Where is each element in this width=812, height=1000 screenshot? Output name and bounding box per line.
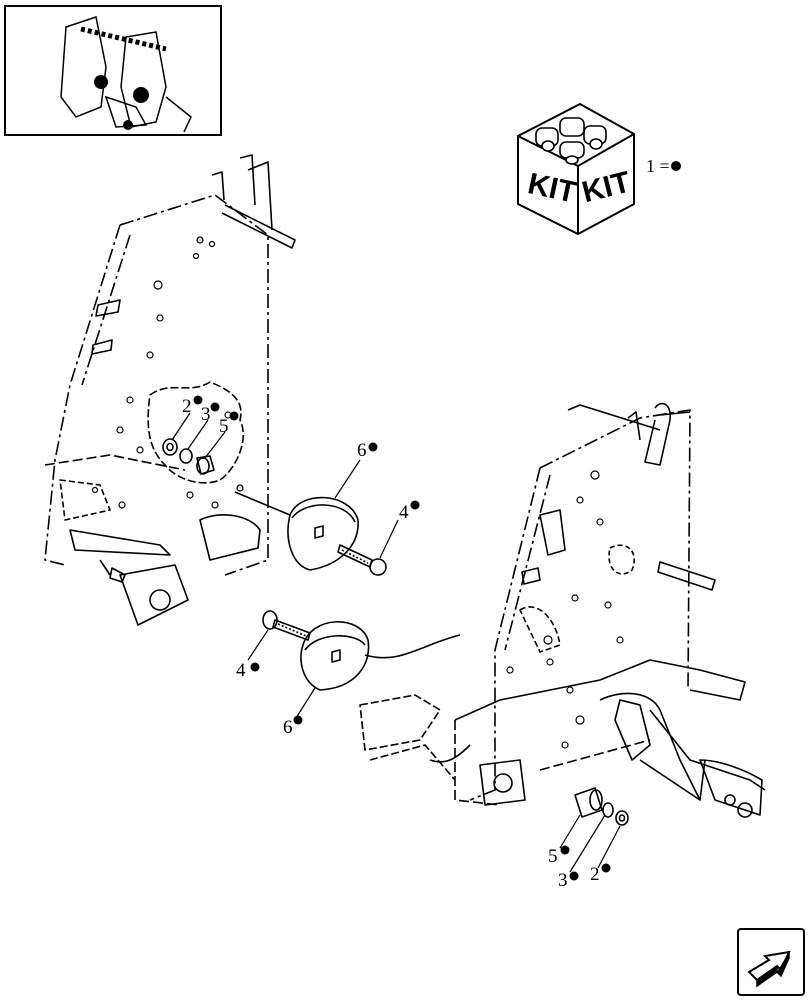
callout-4-upper: 4 xyxy=(399,502,409,523)
upper-disc-and-bolt xyxy=(287,496,387,576)
callout-3-left: 3 xyxy=(201,404,211,425)
callout-6-upper: 6 xyxy=(357,440,367,461)
callout-3-right: 3 xyxy=(558,870,568,891)
callout-5-right: 5 xyxy=(548,846,558,867)
callout-5-left: 5 xyxy=(219,416,229,437)
callout-4-lower: 4 xyxy=(236,660,246,681)
kit-marker-icon xyxy=(671,161,681,171)
right-side-panel xyxy=(359,402,766,818)
lower-disc-and-bolt xyxy=(262,610,461,691)
left-side-panel xyxy=(44,154,296,626)
legend-text: 1 = xyxy=(646,156,670,176)
leader-lines xyxy=(171,412,621,873)
right-hardware-stack xyxy=(574,787,629,826)
callout-6-lower: 6 xyxy=(283,717,293,738)
nav-arrow-drawing xyxy=(747,950,791,988)
next-page-arrow-icon[interactable] xyxy=(737,928,805,996)
callouts: 2 3 5 6 4 4 6 5 3 2 xyxy=(182,395,611,891)
kit-legend: 1 = xyxy=(646,156,681,176)
thumbnail-drawing xyxy=(60,16,192,133)
callout-2-left: 2 xyxy=(182,396,192,417)
left-hardware-stack xyxy=(162,438,215,475)
kit-box-icon: KIT KIT xyxy=(517,102,635,236)
assembly-thumbnail-icon[interactable] xyxy=(4,5,222,136)
callout-2-right: 2 xyxy=(590,864,600,885)
